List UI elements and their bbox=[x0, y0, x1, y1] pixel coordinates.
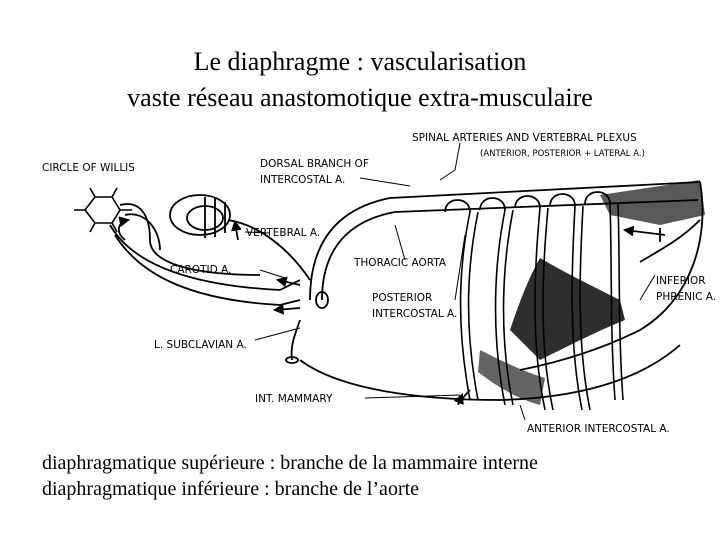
caption-line-2: diaphragmatique inférieure : branche de … bbox=[42, 476, 538, 502]
label-inferior-phrenic-1: INFERIOR bbox=[656, 275, 706, 287]
label-int-mammary: INT. MAMMARY bbox=[255, 393, 333, 405]
title-line-2: vaste réseau anastomotique extra-muscula… bbox=[0, 80, 720, 116]
label-dorsal-branch-2: INTERCOSTAL A. bbox=[260, 174, 345, 186]
label-posterior-intercostal-1: POSTERIOR bbox=[372, 292, 432, 304]
label-inferior-phrenic-2: PHRENIC A. bbox=[656, 291, 716, 303]
circle-of-willis-drawing bbox=[74, 188, 132, 232]
caption-line-1: diaphragmatique supérieure : branche de … bbox=[42, 450, 538, 476]
vascular-diagram: SPINAL ARTERIES AND VERTEBRAL PLEXUS (AN… bbox=[0, 120, 720, 450]
label-subclavian: L. SUBCLAVIAN A. bbox=[154, 339, 247, 351]
title-block: Le diaphragme : vascularisation vaste ré… bbox=[0, 44, 720, 116]
label-spinal-arteries: SPINAL ARTERIES AND VERTEBRAL PLEXUS bbox=[412, 132, 637, 144]
label-vertebral: VERTEBRAL A. bbox=[246, 227, 320, 239]
spinal-arches bbox=[445, 192, 610, 212]
label-posterior-intercostal-2: INTERCOSTAL A. bbox=[372, 308, 457, 320]
label-circle-of-willis: CIRCLE OF WILLIS bbox=[42, 162, 135, 174]
label-carotid: CAROTID A. bbox=[170, 264, 231, 276]
label-anterior-intercostal: ANTERIOR INTERCOSTAL A. bbox=[527, 423, 670, 435]
captions: diaphragmatique supérieure : branche de … bbox=[42, 450, 538, 502]
label-dorsal-branch-1: DORSAL BRANCH OF bbox=[260, 158, 369, 170]
label-spinal-arteries-sub: (ANTERIOR, POSTERIOR + LATERAL A.) bbox=[480, 149, 645, 159]
title-line-1: Le diaphragme : vascularisation bbox=[0, 44, 720, 80]
label-thoracic-aorta: THORACIC AORTA bbox=[353, 257, 447, 269]
